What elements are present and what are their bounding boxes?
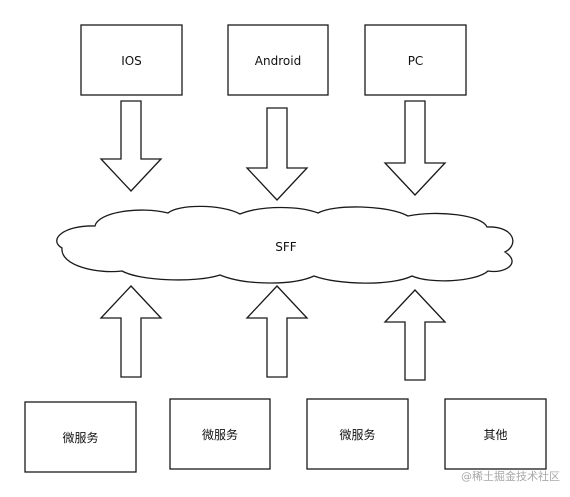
client-box-ios: IOS xyxy=(80,24,183,96)
up-arrow-service-3 xyxy=(383,289,447,381)
client-label-ios: IOS xyxy=(121,54,142,68)
service-box-2: 微服务 xyxy=(169,398,271,470)
service-box-other: 其他 xyxy=(444,398,547,470)
service-label-3: 微服务 xyxy=(339,427,375,442)
client-box-android-frame xyxy=(227,24,329,96)
service-box-3-frame xyxy=(306,398,409,470)
service-box-1-frame xyxy=(24,401,137,473)
gateway-label: SFF xyxy=(275,240,297,254)
client-box-ios-frame xyxy=(80,24,183,96)
watermark-text: @稀土掘金技术社区 xyxy=(461,469,560,483)
up-arrow-service-1 xyxy=(99,285,163,378)
client-box-android: Android xyxy=(227,24,329,96)
down-arrow-ios xyxy=(99,100,163,192)
up-arrow-service-2 xyxy=(245,285,309,378)
down-arrow-android xyxy=(245,107,309,201)
service-box-2-frame xyxy=(169,398,271,470)
client-label-android: Android xyxy=(255,54,301,68)
service-label-2: 微服务 xyxy=(202,427,238,442)
service-box-3: 微服务 xyxy=(306,398,409,470)
cloud-shape xyxy=(56,205,514,284)
service-box-other-frame xyxy=(444,398,547,470)
service-label-other: 其他 xyxy=(483,428,507,442)
down-arrow-pc xyxy=(383,100,447,196)
client-box-pc: PC xyxy=(364,24,467,96)
client-label-pc: PC xyxy=(408,54,424,68)
client-box-pc-frame xyxy=(364,24,467,96)
service-label-1: 微服务 xyxy=(62,430,98,445)
service-box-1: 微服务 xyxy=(24,401,137,473)
gateway-cloud: SFF xyxy=(56,205,514,284)
